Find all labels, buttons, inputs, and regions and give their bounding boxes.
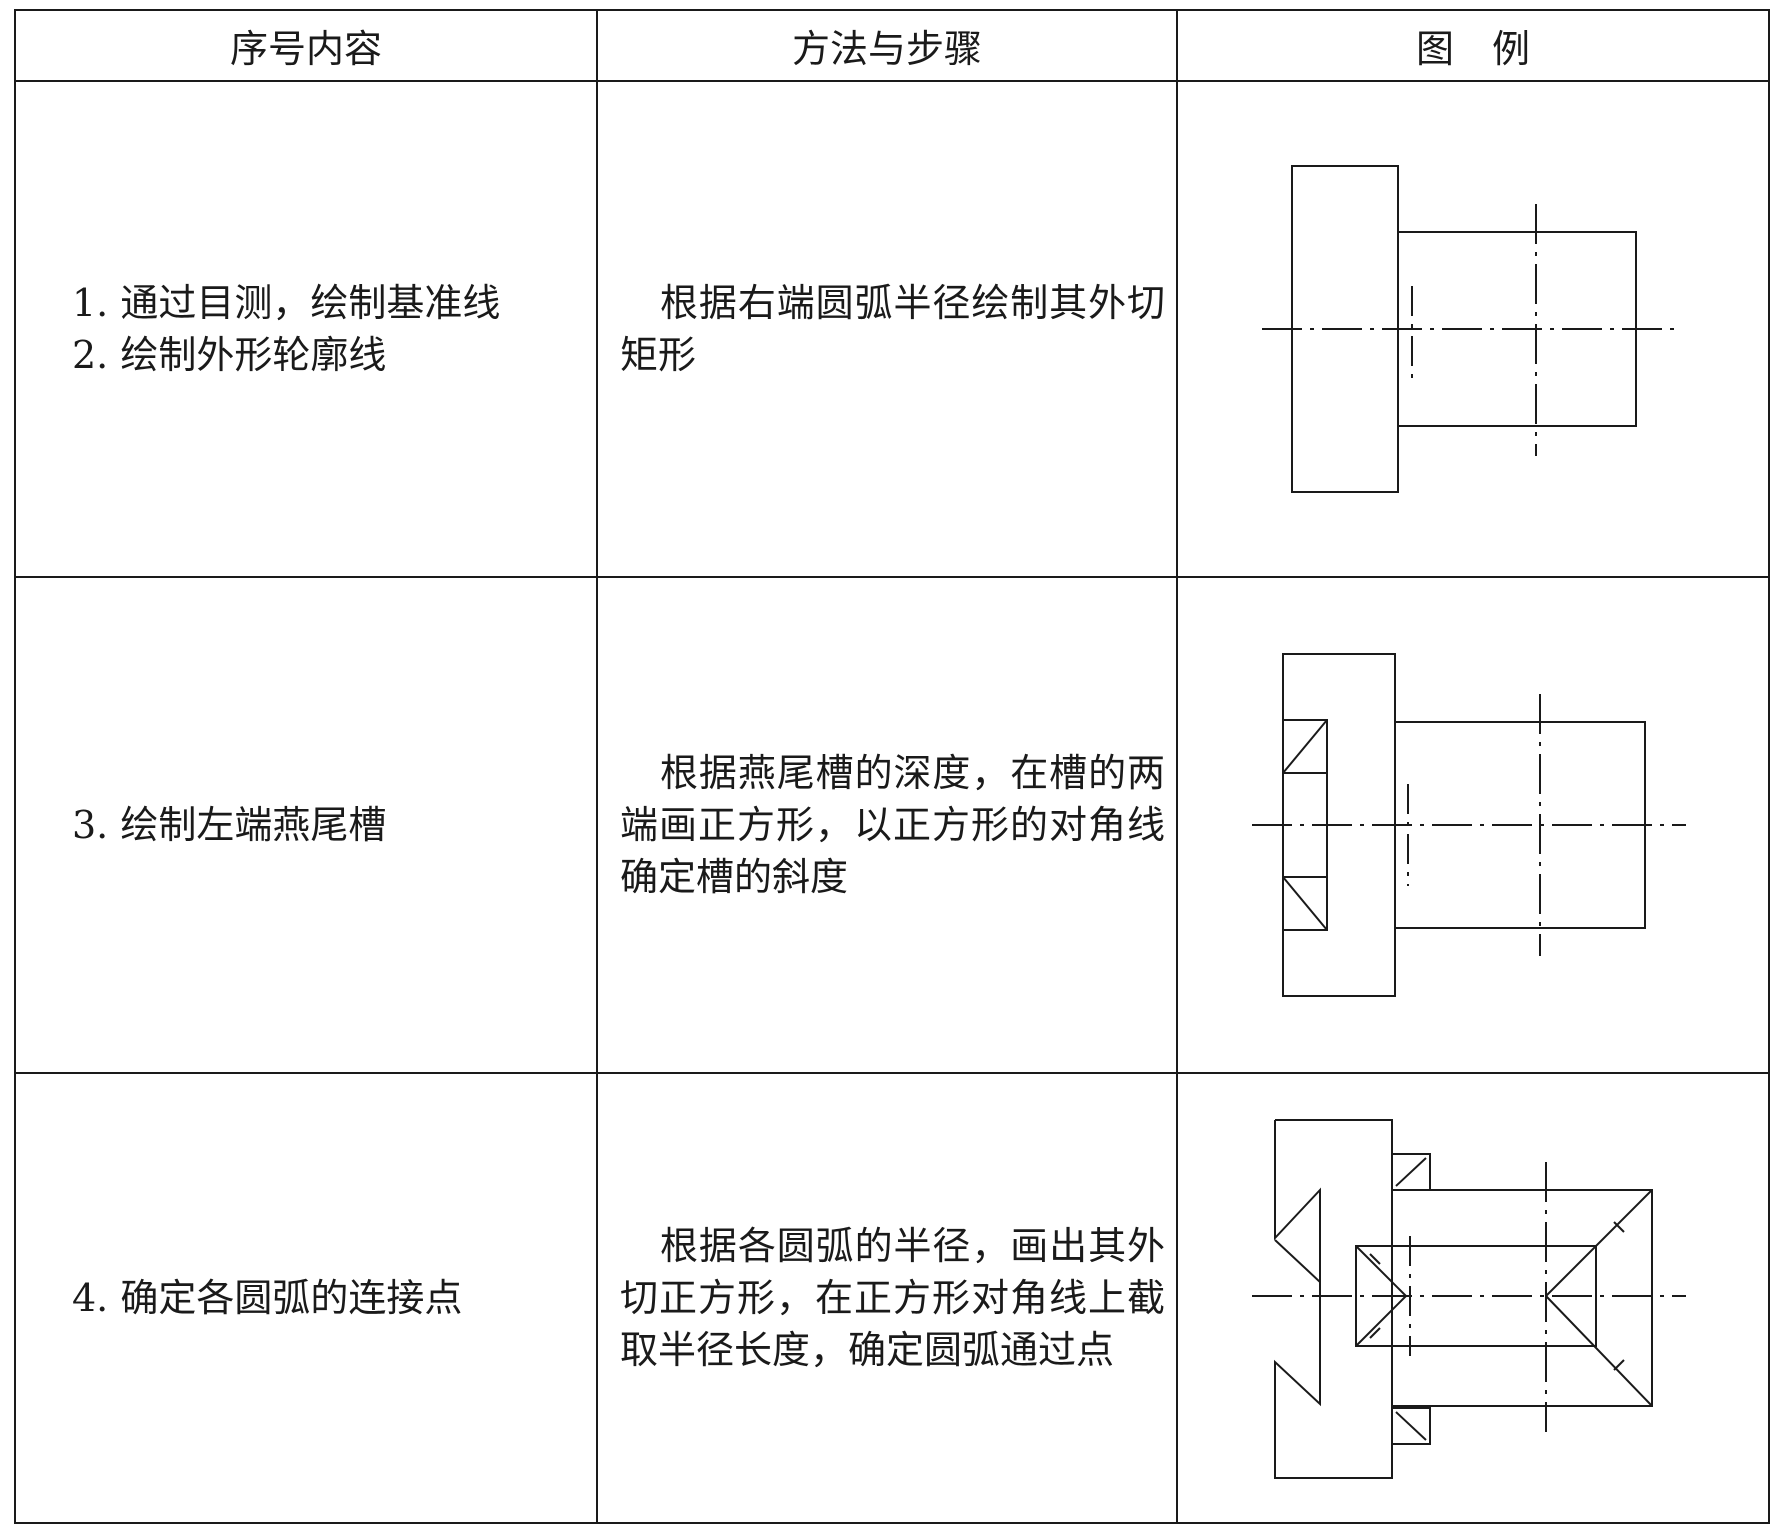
- step-item: 3. 绘制左端燕尾槽: [72, 803, 387, 847]
- header-divider: [14, 80, 1770, 82]
- header-sequence-content: 序号内容: [229, 26, 382, 71]
- lower-small-square: [1391, 1407, 1431, 1445]
- square-diagonal: [1395, 1157, 1427, 1187]
- method-cell: 根据燕尾槽的深度，在槽的两端画正方形，以正方形的对角线确定槽的斜度: [620, 578, 1165, 1072]
- sequence-cell: 3. 绘制左端燕尾槽: [72, 578, 572, 1072]
- header-method-steps: 方法与步骤: [791, 26, 982, 71]
- table-row: 3. 绘制左端燕尾槽 根据燕尾槽的深度，在槽的两端画正方形，以正方形的对角线确定…: [0, 578, 1772, 1072]
- sequence-cell: 1. 通过目测，绘制基准线 2. 绘制外形轮廓线: [72, 82, 572, 576]
- method-text: 根据各圆弧的半径，画出其外切正方形，在正方形对角线上截取半径长度，确定圆弧通过点: [620, 1224, 1165, 1372]
- step-item: 4. 确定各圆弧的连接点: [72, 1276, 463, 1320]
- tick-mark: [1613, 1359, 1625, 1371]
- tick-mark: [1369, 1253, 1381, 1265]
- method-cell: 根据各圆弧的半径，画出其外切正方形，在正方形对角线上截取半径长度，确定圆弧通过点: [620, 1074, 1165, 1522]
- square-diagonal: [1282, 719, 1328, 774]
- column-divider: [1176, 9, 1178, 1524]
- table-row: 4. 确定各圆弧的连接点 根据各圆弧的半径，画出其外切正方形，在正方形对角线上截…: [0, 1074, 1772, 1522]
- diagonal: [1545, 1295, 1653, 1407]
- figure-step-1-2-outline: [1262, 165, 1676, 493]
- step-item: 2. 绘制外形轮廓线: [72, 333, 387, 377]
- diagonal: [1545, 1189, 1653, 1297]
- tick-mark: [1369, 1327, 1381, 1339]
- table-border-bottom: [14, 1522, 1770, 1524]
- method-cell: 根据右端圆弧半径绘制其外切矩形: [620, 82, 1165, 576]
- dovetail-outline: [1274, 1119, 1393, 1479]
- figure-step-4-arc-points: [1252, 1119, 1686, 1479]
- tick-mark: [1613, 1221, 1625, 1233]
- inner-rect: [1355, 1245, 1597, 1347]
- row-divider: [14, 1072, 1770, 1074]
- sequence-cell: 4. 确定各圆弧的连接点: [72, 1074, 572, 1522]
- diagonal: [1355, 1295, 1407, 1347]
- table-border-left: [14, 9, 16, 1524]
- method-text: 根据右端圆弧半径绘制其外切矩形: [620, 281, 1165, 377]
- outer-right-outline: [1392, 1189, 1653, 1407]
- column-divider: [596, 9, 598, 1524]
- table-row: 1. 通过目测，绘制基准线 2. 绘制外形轮廓线 根据右端圆弧半径绘制其外切矩形: [0, 82, 1772, 576]
- figure-step-3-dovetail: [1252, 653, 1686, 997]
- table-border-right: [1768, 9, 1770, 1524]
- dovetail-outline-upper: [1274, 1120, 1321, 1312]
- row-divider: [14, 576, 1770, 578]
- diagonal: [1355, 1245, 1407, 1297]
- square-diagonal: [1395, 1411, 1427, 1441]
- step-item: 1. 通过目测，绘制基准线: [72, 281, 501, 325]
- header-illustration: 图 例: [1415, 26, 1530, 71]
- method-text: 根据燕尾槽的深度，在槽的两端画正方形，以正方形的对角线确定槽的斜度: [620, 751, 1165, 899]
- table-border-top: [14, 9, 1770, 11]
- square-diagonal: [1282, 876, 1328, 931]
